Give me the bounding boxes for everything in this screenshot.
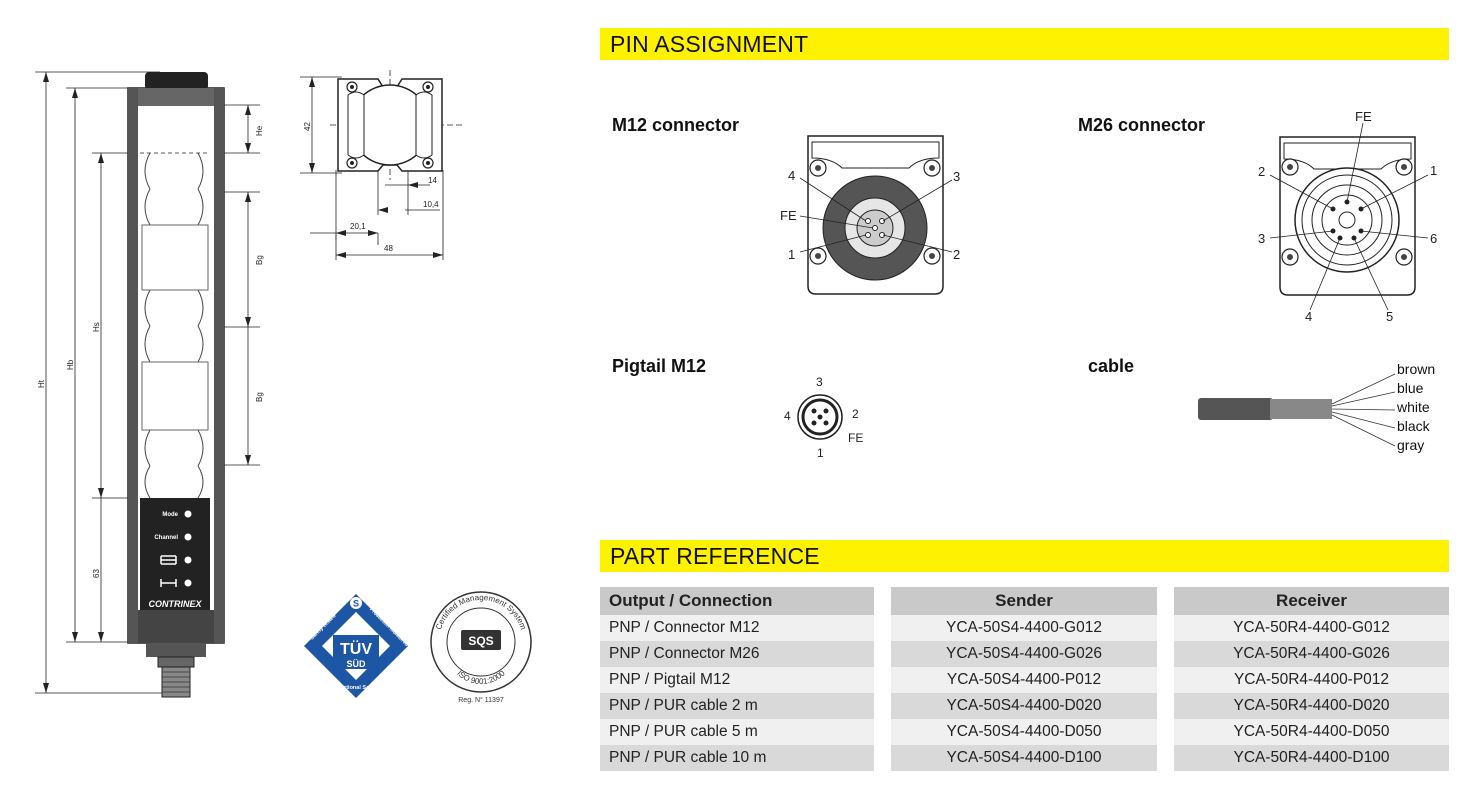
- table-cell: PNP / Connector M12: [600, 615, 874, 641]
- pigtail-pin-3: 3: [816, 375, 823, 389]
- table-column-output: Output / Connection PNP / Connector M12 …: [600, 587, 874, 771]
- table-header-receiver: Receiver: [1174, 587, 1449, 615]
- m26-pin-fe: FE: [1355, 109, 1372, 124]
- wire-white: white: [1397, 399, 1430, 415]
- top-view-drawing: 42 14 10,4 20,1 48: [300, 70, 465, 260]
- pigtail-pin-2: 2: [852, 407, 859, 421]
- panel-mode-label: Mode: [162, 512, 178, 518]
- brand-label: CONTRINEX: [148, 599, 202, 609]
- table-column-receiver: Receiver YCA-50R4-4400-G012 YCA-50R4-440…: [1174, 587, 1449, 771]
- m12-connector-diagram: 4 3 FE 1 2: [780, 135, 960, 295]
- cable-diagram: [1198, 373, 1396, 447]
- table-cell: YCA-50S4-4400-G012: [891, 615, 1157, 641]
- dim-10-4: 10,4: [423, 200, 439, 209]
- pigtail-m12-title: Pigtail M12: [612, 356, 707, 376]
- m26-pin-1: 1: [1430, 163, 1437, 178]
- m26-pin-2: 2: [1258, 164, 1265, 179]
- table-cell: YCA-50R4-4400-G012: [1174, 615, 1449, 641]
- m12-pin-3: 3: [953, 169, 960, 184]
- pigtail-pin-1: 1: [817, 446, 824, 460]
- table-cell: YCA-50R4-4400-D100: [1174, 745, 1449, 771]
- sqs-iso-logo: Certified Management System SQS ISO 9001…: [430, 591, 532, 704]
- dim-ht: Ht: [37, 379, 46, 388]
- wire-gray: gray: [1397, 437, 1425, 453]
- dim-14: 14: [428, 176, 437, 185]
- dim-hs: Hs: [92, 322, 101, 332]
- table-cell: YCA-50S4-4400-D020: [891, 693, 1157, 719]
- m12-pin-fe: FE: [780, 208, 797, 223]
- dim-48: 48: [384, 244, 393, 253]
- sqs-center-text: SQS: [468, 634, 493, 648]
- dim-hb: Hb: [66, 359, 75, 370]
- m26-connector-title: M26 connector: [1078, 115, 1206, 135]
- pigtail-pin-fe: FE: [848, 431, 863, 445]
- panel-channel-label: Channel: [154, 535, 178, 541]
- wire-blue: blue: [1397, 380, 1424, 396]
- dim-20-1: 20,1: [350, 222, 366, 231]
- m26-pin-5: 5: [1386, 309, 1393, 324]
- table-cell: PNP / Pigtail M12: [600, 667, 874, 693]
- light-curtain-drawing: Mode Channel CONTRINEX Ht Hb Hs 63 He Bg…: [35, 71, 264, 698]
- pigtail-m12-diagram: 3 4 2 FE 1: [784, 375, 863, 460]
- table-cell: PNP / PUR cable 10 m: [600, 745, 874, 771]
- table-cell: PNP / PUR cable 2 m: [600, 693, 874, 719]
- table-cell: PNP / Connector M26: [600, 641, 874, 667]
- cable-title: cable: [1088, 356, 1135, 376]
- m26-connector-diagram: FE 2 1 3 6 4 5: [1258, 109, 1437, 324]
- m26-pin-4: 4: [1305, 309, 1312, 324]
- dim-63: 63: [92, 569, 101, 578]
- pin-assignment-heading: PIN ASSIGNMENT: [600, 28, 1449, 60]
- wire-black: black: [1397, 418, 1430, 434]
- tuv-functional-safety: Functional Safety: [333, 685, 380, 691]
- svg-text:S: S: [353, 599, 359, 609]
- m12-connector-title: M12 connector: [612, 115, 740, 135]
- m26-pin-3: 3: [1258, 231, 1265, 246]
- dim-42: 42: [303, 122, 312, 131]
- dim-bg-2: Bg: [255, 392, 264, 402]
- part-reference-heading: PART REFERENCE: [600, 540, 1449, 572]
- pigtail-pin-4: 4: [784, 409, 791, 423]
- table-cell: PNP / PUR cable 5 m: [600, 719, 874, 745]
- table-cell: YCA-50S4-4400-G026: [891, 641, 1157, 667]
- table-cell: YCA-50R4-4400-P012: [1174, 667, 1449, 693]
- m12-pin-1: 1: [788, 247, 795, 262]
- table-cell: YCA-50S4-4400-D050: [891, 719, 1157, 745]
- dim-bg-1: Bg: [255, 255, 264, 265]
- table-cell: YCA-50S4-4400-D100: [891, 745, 1157, 771]
- tuv-main-text: TÜV: [340, 639, 372, 658]
- table-cell: YCA-50S4-4400-P012: [891, 667, 1157, 693]
- dim-he: He: [255, 125, 264, 136]
- table-cell: YCA-50R4-4400-G026: [1174, 641, 1449, 667]
- m12-pin-2: 2: [953, 247, 960, 262]
- wire-brown: brown: [1397, 361, 1436, 377]
- m26-pin-6: 6: [1430, 231, 1437, 246]
- table-column-sender: Sender YCA-50S4-4400-G012 YCA-50S4-4400-…: [891, 587, 1157, 771]
- table-cell: YCA-50R4-4400-D020: [1174, 693, 1449, 719]
- table-cell: YCA-50R4-4400-D050: [1174, 719, 1449, 745]
- table-header-sender: Sender: [891, 587, 1157, 615]
- tuv-sud-logo: TÜV SÜD S Safety tested Production monit…: [304, 594, 409, 698]
- m12-pin-4: 4: [788, 168, 795, 183]
- sqs-reg-number: Reg. N° 11397: [458, 696, 504, 704]
- tuv-sub-text: SÜD: [346, 659, 366, 669]
- table-header-output: Output / Connection: [600, 587, 874, 615]
